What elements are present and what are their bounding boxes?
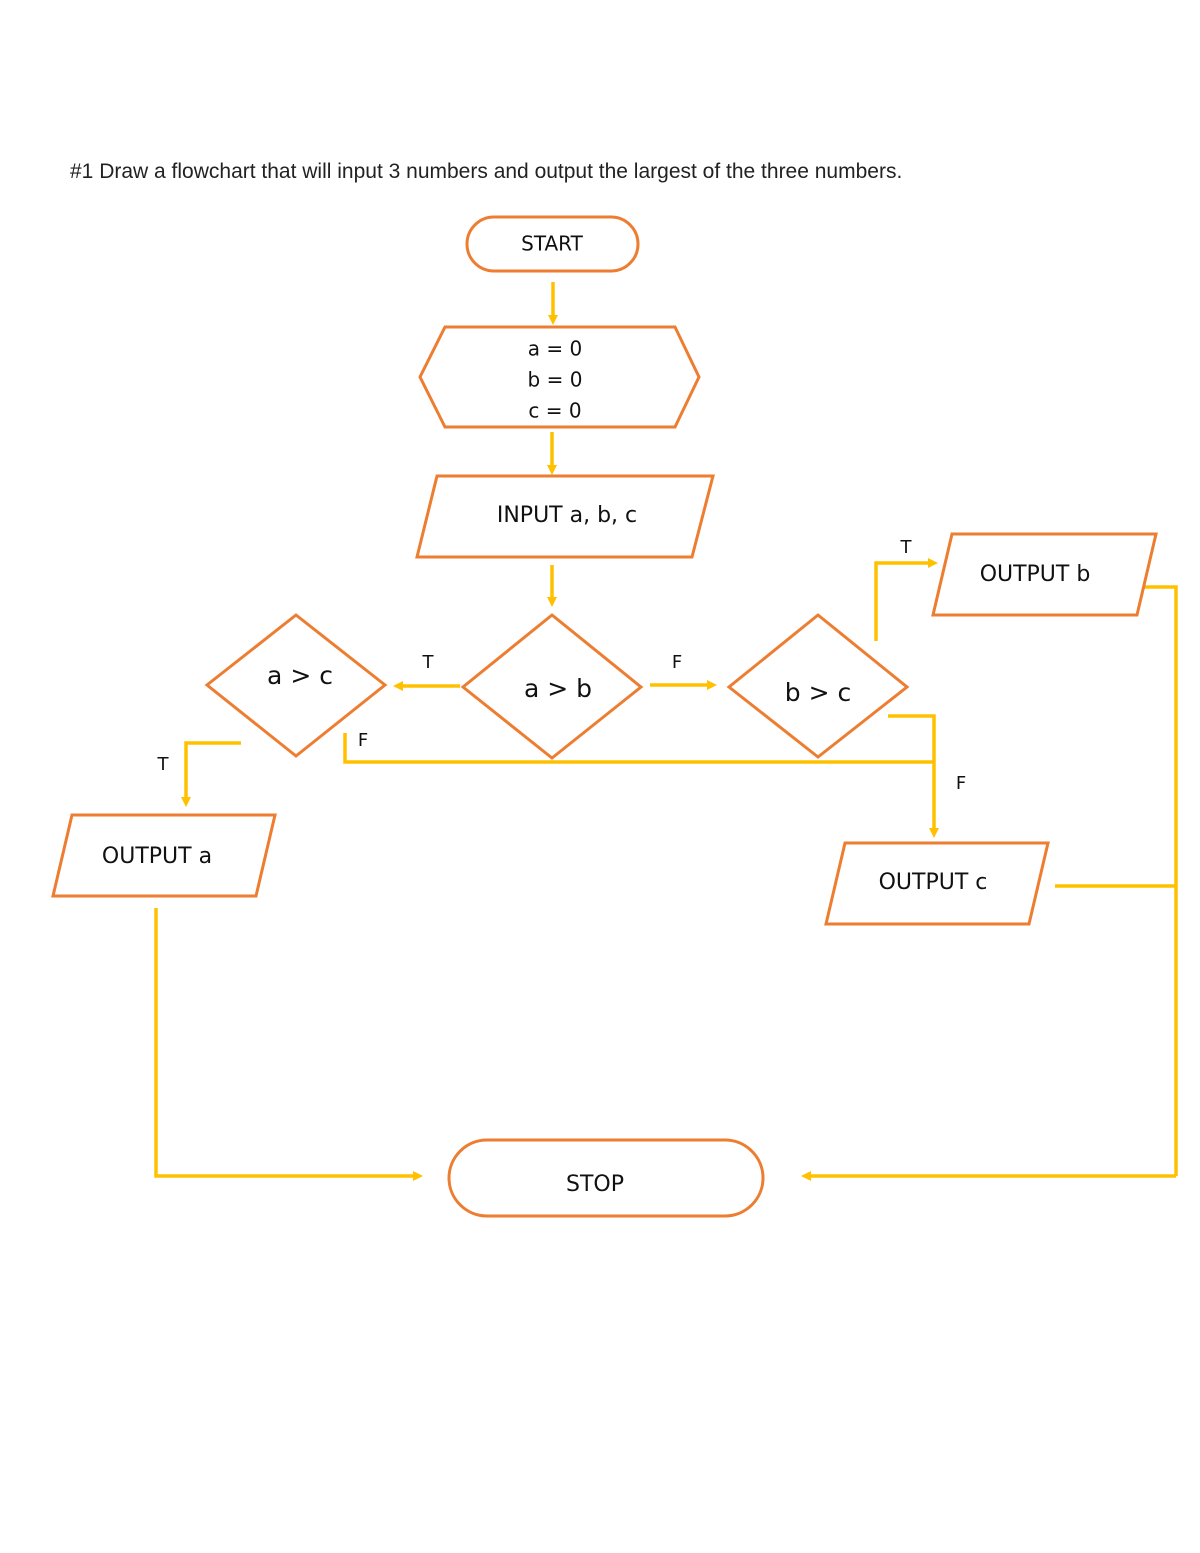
input-label: INPUT a, b, c <box>497 503 637 528</box>
connector-bc-false-to-output-c <box>888 714 939 838</box>
decision-ab-label: a > b <box>524 674 592 703</box>
shapes <box>51 215 1158 1218</box>
connector-bc-true-to-output-b <box>874 558 938 641</box>
decision-ab-diamond <box>460 613 644 760</box>
output-b-parallelogram <box>931 532 1158 617</box>
output-c-label: OUTPUT c <box>879 870 988 895</box>
question-text: #1 Draw a flowchart that will input 3 nu… <box>70 160 903 183</box>
input-parallelogram <box>415 474 715 559</box>
branch-label-ab-false: F <box>672 652 682 673</box>
connectors <box>154 282 1178 1181</box>
connector-output-a-to-stop <box>154 908 423 1181</box>
branch-label-ab-true: T <box>422 652 435 673</box>
init-label-a: a = 0 <box>528 337 582 361</box>
connector-ac-true-to-output-a <box>181 741 241 807</box>
node-labels: START a = 0 b = 0 c = 0 INPUT a, b, c a … <box>102 232 1090 1198</box>
branch-labels: T F T F T F <box>157 537 967 794</box>
init-label-b: b = 0 <box>528 368 583 392</box>
connector-ac-false-merge <box>343 733 934 764</box>
start-label: START <box>521 232 583 256</box>
decision-ac-diamond <box>204 613 388 758</box>
branch-label-bc-false: F <box>956 773 966 794</box>
output-a-parallelogram <box>51 813 277 898</box>
start-terminator <box>465 215 640 273</box>
output-b-label: OUTPUT b <box>980 562 1091 587</box>
stop-label: STOP <box>566 1172 624 1197</box>
stop-terminator <box>447 1138 765 1218</box>
decision-bc-diamond <box>726 613 910 759</box>
connector-output-b-to-right-bus <box>1144 585 1178 1176</box>
decision-ac-label: a > c <box>267 661 333 690</box>
branch-label-ac-true: T <box>157 754 170 775</box>
decision-bc-label: b > c <box>785 678 851 707</box>
branch-label-ac-false: F <box>358 730 368 751</box>
branch-label-bc-true: T <box>900 537 913 558</box>
init-label-c: c = 0 <box>528 399 581 423</box>
output-a-label: OUTPUT a <box>102 844 212 869</box>
output-c-parallelogram <box>824 841 1050 926</box>
init-preparation-hexagon <box>418 325 701 429</box>
